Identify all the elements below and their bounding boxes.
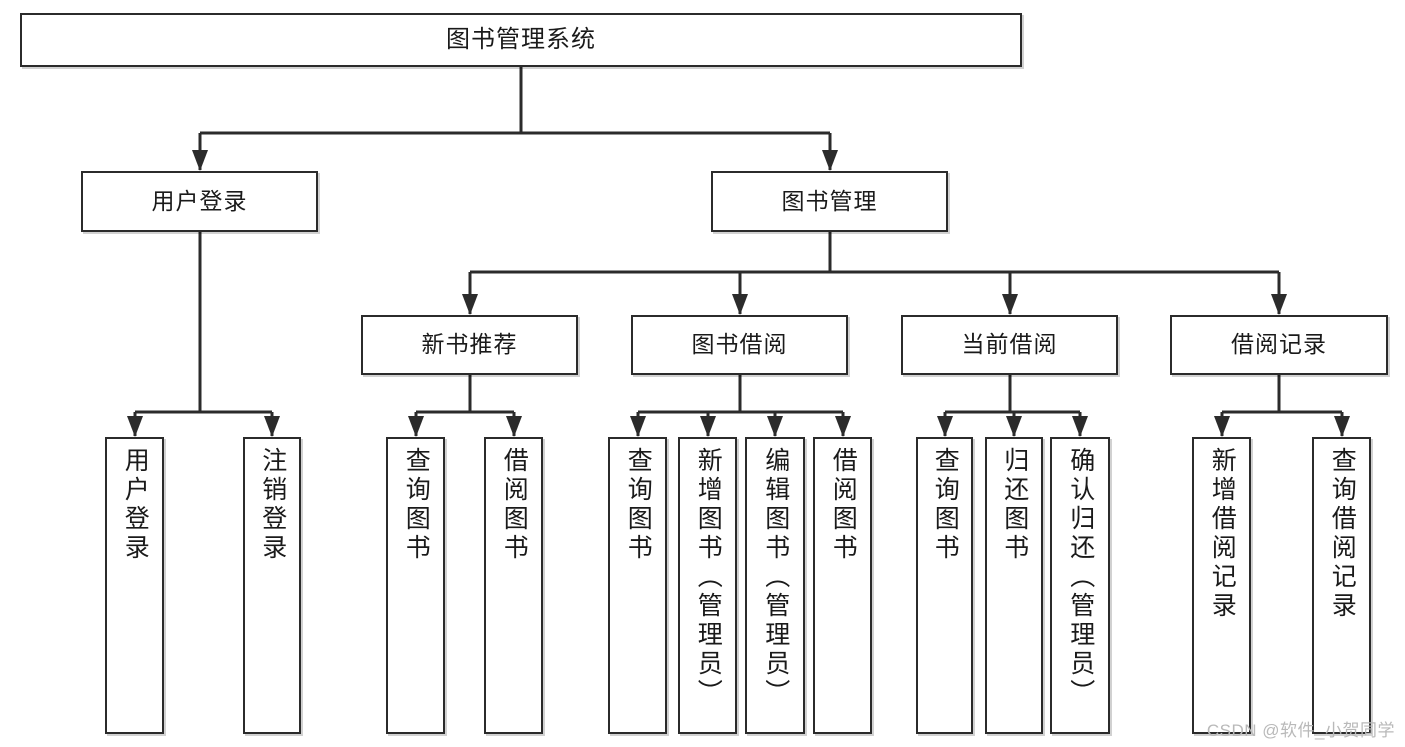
node-label: 编辑图书（管理员）: [761, 447, 790, 708]
node-label: 用户登录: [121, 447, 150, 563]
arrowhead: [264, 416, 280, 437]
node-records[interactable]: 借阅记录: [1170, 315, 1388, 375]
node-leaf_login[interactable]: 用户登录: [105, 437, 164, 734]
node-leaf_nr_borrow[interactable]: 借阅图书: [484, 437, 543, 734]
node-root[interactable]: 图书管理系统: [20, 13, 1022, 67]
arrowhead: [408, 416, 424, 437]
arrowhead: [1002, 294, 1018, 315]
node-leaf_logout[interactable]: 注销登录: [243, 437, 301, 734]
watermark-text: CSDN @软件_小贺同学: [1206, 721, 1395, 740]
node-leaf_r_add[interactable]: 新增借阅记录: [1192, 437, 1251, 734]
node-label: 借阅图书: [500, 447, 529, 563]
arrowhead: [127, 416, 143, 437]
arrowhead: [1006, 416, 1022, 437]
arrowhead: [835, 416, 851, 437]
node-label: 确认归还（管理员）: [1066, 447, 1095, 708]
node-label: 图书管理: [781, 187, 878, 214]
node-borrow[interactable]: 图书借阅: [631, 315, 848, 375]
arrowhead: [506, 416, 522, 437]
node-new_rec[interactable]: 新书推荐: [361, 315, 578, 375]
arrowhead: [1072, 416, 1088, 437]
node-leaf_r_query[interactable]: 查询借阅记录: [1312, 437, 1371, 734]
arrowhead: [192, 150, 208, 171]
node-label: 用户登录: [151, 187, 248, 214]
node-label: 图书借阅: [691, 331, 788, 358]
node-label: 图书管理系统: [446, 25, 596, 53]
node-leaf_c_query[interactable]: 查询图书: [916, 437, 973, 734]
node-leaf_c_confirm[interactable]: 确认归还（管理员）: [1050, 437, 1110, 734]
node-leaf_b_edit[interactable]: 编辑图书（管理员）: [745, 437, 805, 734]
arrowhead: [462, 294, 478, 315]
node-label: 新增图书（管理员）: [694, 447, 723, 708]
node-label: 查询借阅记录: [1328, 447, 1357, 621]
arrowhead: [700, 416, 716, 437]
node-user_login[interactable]: 用户登录: [81, 171, 318, 232]
node-label: 新书推荐: [421, 331, 518, 358]
arrowhead: [1214, 416, 1230, 437]
arrowhead: [1271, 294, 1287, 315]
node-label: 当前借阅: [961, 331, 1058, 358]
node-leaf_b_add[interactable]: 新增图书（管理员）: [678, 437, 737, 734]
node-label: 借阅记录: [1231, 331, 1327, 358]
node-label: 查询图书: [624, 447, 653, 563]
node-label: 归还图书: [1000, 447, 1029, 563]
arrowhead: [1334, 416, 1350, 437]
arrowhead: [822, 150, 838, 171]
node-label: 查询图书: [402, 447, 431, 563]
node-label: 注销登录: [258, 447, 287, 563]
node-label: 查询图书: [931, 447, 960, 563]
node-label: 新增借阅记录: [1208, 447, 1237, 621]
arrowhead: [732, 294, 748, 315]
node-leaf_c_return[interactable]: 归还图书: [985, 437, 1043, 734]
node-book_mgmt[interactable]: 图书管理: [711, 171, 948, 232]
node-leaf_b_borrow[interactable]: 借阅图书: [813, 437, 872, 734]
node-leaf_nr_query[interactable]: 查询图书: [386, 437, 445, 734]
node-label: 借阅图书: [829, 447, 858, 563]
arrowhead: [767, 416, 783, 437]
node-current[interactable]: 当前借阅: [901, 315, 1118, 375]
node-leaf_b_query[interactable]: 查询图书: [608, 437, 667, 734]
arrowhead: [937, 416, 953, 437]
arrowhead: [630, 416, 646, 437]
